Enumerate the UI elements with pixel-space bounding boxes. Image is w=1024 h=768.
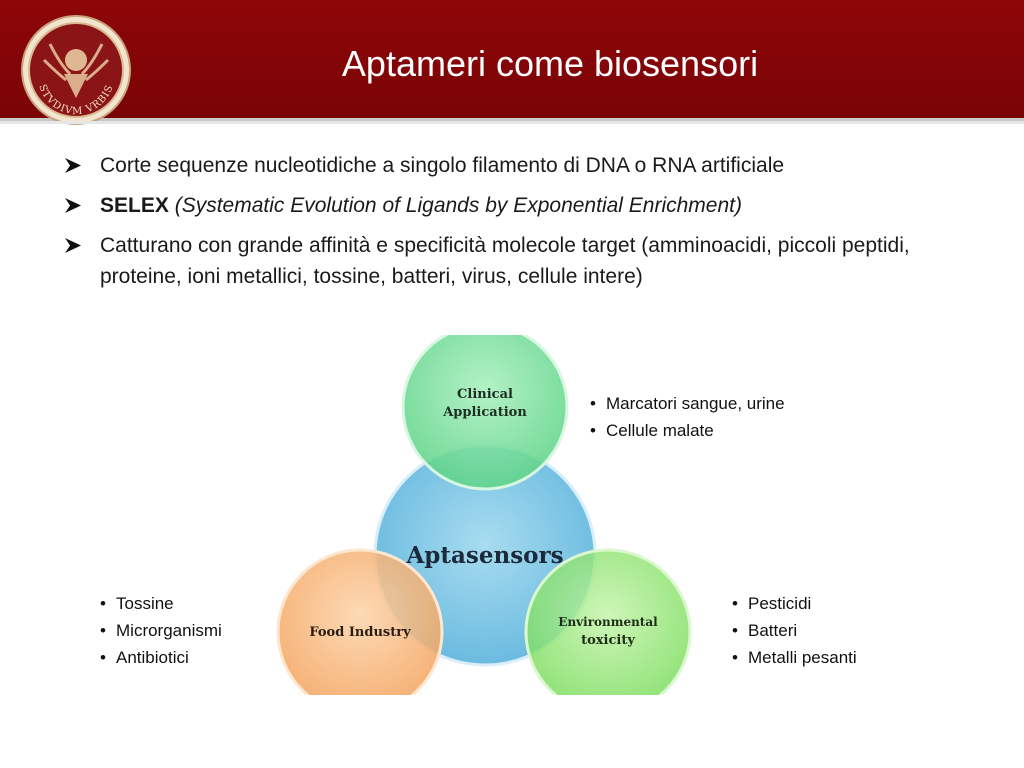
selex-term: SELEX (100, 194, 169, 217)
bullet-text: Corte sequenze nucleotidiche a singolo f… (100, 154, 785, 177)
slide-title: Aptameri come biosensori (341, 43, 759, 84)
clinical-applications-list: Marcatori sangue, urine Cellule malate (588, 390, 785, 444)
list-item: Batteri (730, 617, 857, 644)
arrowhead-bullet-icon (65, 198, 81, 213)
food-industry-circle (276, 548, 444, 695)
aptasensors-diagram: Aptasensors Clinical Application Food In… (276, 335, 692, 695)
environmental-toxicity-circle (524, 548, 692, 695)
environmental-label-line1: Environmental (558, 615, 658, 629)
list-item: Tossine (98, 590, 222, 617)
food-industry-label: Food Industry (309, 625, 411, 640)
list-item: Pesticidi (730, 590, 857, 617)
list-item: Antibiotici (98, 644, 222, 671)
arrowhead-bullet-icon (65, 238, 81, 253)
list-item: Cellule malate (588, 417, 785, 444)
bullet-item: Corte sequenze nucleotidiche a singolo f… (62, 150, 992, 181)
list-item: Microrganismi (98, 617, 222, 644)
clinical-label-line1: Clinical (457, 387, 513, 402)
list-item: Metalli pesanti (730, 644, 857, 671)
main-bullet-list: Corte sequenze nucleotidiche a singolo f… (62, 150, 992, 301)
environmental-label-line2: toxicity (581, 633, 635, 648)
clinical-label-line2: Application (442, 405, 527, 420)
university-seal-logo: STVDIVM VRBIS (21, 15, 131, 125)
selex-definition: (Systematic Evolution of Ligands by Expo… (174, 194, 742, 217)
food-industry-list: Tossine Microrganismi Antibiotici (98, 590, 222, 671)
environmental-toxicity-list: Pesticidi Batteri Metalli pesanti (730, 590, 857, 671)
bullet-item: SELEX (Systematic Evolution of Ligands b… (62, 190, 992, 221)
slide-header: STVDIVM VRBIS Aptameri come biosensori (0, 0, 1024, 125)
list-item: Marcatori sangue, urine (588, 390, 785, 417)
aptasensors-label: Aptasensors (405, 542, 563, 569)
arrowhead-bullet-icon (65, 158, 81, 173)
bullet-item: Catturano con grande affinità e specific… (62, 230, 992, 292)
clinical-application-circle (401, 335, 569, 491)
bullet-text: Catturano con grande affinità e specific… (100, 234, 910, 288)
